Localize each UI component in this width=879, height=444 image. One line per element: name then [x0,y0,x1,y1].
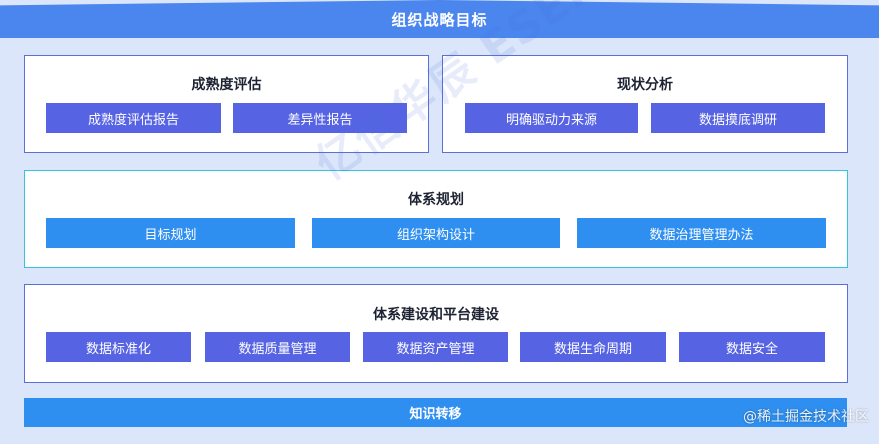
status-analysis-panel: 现状分析 明确驱动力来源 数据摸底调研 [442,55,848,153]
strategy-goal-header: 组织战略目标 [0,0,879,38]
maturity-panel: 成熟度评估 成熟度评估报告 差异性报告 [24,55,429,153]
data-security-box: 数据安全 [679,332,825,362]
construction-panel: 体系建设和平台建设 数据标准化 数据质量管理 数据资产管理 数据生命周期 数据安… [24,284,848,383]
data-survey-box: 数据摸底调研 [651,103,825,133]
difference-report-box: 差异性报告 [233,103,407,133]
governance-rules-box: 数据治理管理办法 [577,218,826,248]
source-credit: @稀土掘金技术社区 [743,409,869,425]
knowledge-transfer-label: 知识转移 [409,407,462,422]
driver-source-box: 明确驱动力来源 [465,103,638,133]
maturity-panel-title: 成熟度评估 [191,77,262,93]
org-structure-box: 组织架构设计 [312,218,560,248]
data-standardization-box: 数据标准化 [46,332,191,362]
system-planning-panel-title: 体系规划 [408,192,464,208]
maturity-report-box: 成熟度评估报告 [46,103,221,133]
construction-panel-title: 体系建设和平台建设 [373,307,499,323]
knowledge-transfer-bar: 知识转移 [24,398,847,427]
status-analysis-panel-title: 现状分析 [617,77,673,93]
goal-planning-box: 目标规划 [46,218,295,248]
data-quality-box: 数据质量管理 [205,332,350,362]
system-planning-panel: 体系规划 目标规划 组织架构设计 数据治理管理办法 [24,170,848,268]
data-asset-box: 数据资产管理 [363,332,508,362]
strategy-goal-title: 组织战略目标 [391,10,488,29]
data-lifecycle-box: 数据生命周期 [520,332,666,362]
